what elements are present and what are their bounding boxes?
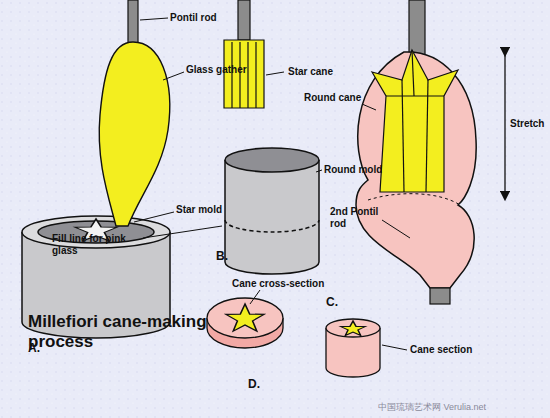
stretch-arrow: [504, 52, 505, 196]
part-label: Pontil rod: [170, 12, 217, 24]
leader-line: [382, 220, 410, 238]
part-label: Star cane: [288, 66, 333, 78]
leader-line: [250, 290, 260, 304]
part-label: 2nd Pontil rod: [330, 206, 382, 229]
leader-line: [140, 18, 168, 20]
part-label: Glass gather: [186, 64, 247, 76]
part-label: Round mold: [324, 164, 382, 176]
leader-line: [134, 212, 174, 222]
part-label: Round cane: [304, 92, 361, 104]
figure-letter: A.: [28, 342, 40, 356]
leader-line: [163, 72, 184, 80]
leader-line: [362, 104, 376, 110]
title: Millefiori cane-making process: [28, 312, 228, 353]
cane-section: [326, 319, 380, 377]
part-label: Cane section: [410, 344, 472, 356]
star-cane: [372, 50, 458, 192]
leader-line: [382, 345, 407, 350]
figure-letter: D.: [248, 378, 260, 392]
pontil-rod: [409, 0, 425, 55]
cane-cross-section: [207, 298, 283, 348]
figure-letter: C.: [326, 296, 338, 310]
pontil-rod: [430, 288, 450, 304]
leader-line: [316, 170, 322, 172]
figure-letter: B.: [216, 250, 228, 264]
part-label: Fill line for pink glass: [52, 233, 142, 256]
glass-gather: [99, 42, 170, 226]
dimension-label: Stretch: [510, 118, 544, 130]
star-cane: [224, 0, 264, 108]
watermark: 中国琉璃艺术网 Verulia.net: [378, 402, 486, 412]
leader-line: [143, 226, 222, 238]
part-label: Star mold: [176, 204, 222, 216]
round-mold: [225, 148, 319, 274]
part-label: Cane cross-section: [232, 278, 324, 290]
leader-line: [266, 72, 284, 75]
seam-line: [368, 194, 460, 205]
